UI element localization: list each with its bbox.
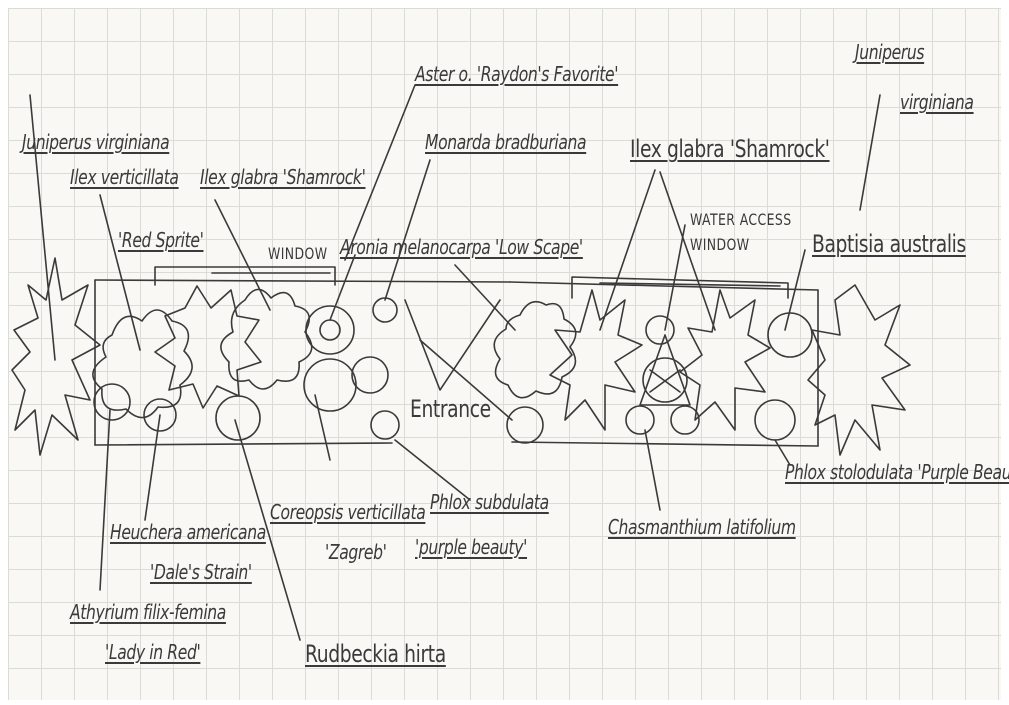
label-juniperus-left: Juniperus virginiana <box>22 130 169 154</box>
label-baptisia: Baptisia australis <box>812 230 966 258</box>
label-monarda: Monarda bradburiana <box>425 130 586 154</box>
label-athyrium-2: 'Lady in Red' <box>105 640 200 664</box>
label-heuchera-1: Heuchera americana <box>110 520 266 544</box>
label-athyrium-1: Athyrium filix-femina <box>70 600 226 624</box>
label-phlox-right: Phlox stolodulata 'Purple Beauty' <box>785 460 1009 484</box>
label-water-access: WATER ACCESS <box>690 210 792 229</box>
label-phlox-mid-2: 'purple beauty' <box>415 535 527 559</box>
aronia-shrub-right <box>494 302 576 398</box>
label-aronia: Aronia melanocarpa 'Low Scape' <box>340 235 583 259</box>
entrance-path <box>405 300 500 390</box>
window-right <box>572 277 788 298</box>
label-ilex-verticillata: Ilex verticillata <box>70 165 179 189</box>
label-heuchera-2: 'Dale's Strain' <box>150 560 252 584</box>
label-rudbeckia: Rudbeckia hirta <box>305 640 446 668</box>
juniperus-star-left <box>12 258 100 455</box>
label-juniperus-right-1: Juniperus <box>855 40 924 64</box>
label-coreopsis-2: 'Zagreb' <box>325 540 387 564</box>
label-phlox-mid-1: Phlox subdulata <box>430 490 549 514</box>
juniperus-star-right <box>808 285 910 455</box>
label-juniperus-right-2: virginiana <box>900 90 974 114</box>
window-left <box>155 267 335 285</box>
label-window-left: WINDOW <box>268 244 327 263</box>
label-ilex-glabra-left: Ilex glabra 'Shamrock' <box>200 165 365 189</box>
label-red-sprite: 'Red Sprite' <box>118 228 203 252</box>
ilex-glabra-star-1 <box>550 290 642 430</box>
label-aster: Aster o. 'Raydon's Favorite' <box>415 62 618 86</box>
label-window-right: WINDOW <box>690 235 749 254</box>
label-chasmanthium: Chasmanthium latifolium <box>608 515 796 539</box>
label-coreopsis-1: Coreopsis verticillata <box>270 500 425 524</box>
ilex-verticillata-shrub <box>93 310 192 418</box>
label-ilex-glabra-right: Ilex glabra 'Shamrock' <box>630 135 830 163</box>
ilex-glabra-shrub-left <box>155 286 261 408</box>
label-entrance: Entrance <box>410 395 491 423</box>
